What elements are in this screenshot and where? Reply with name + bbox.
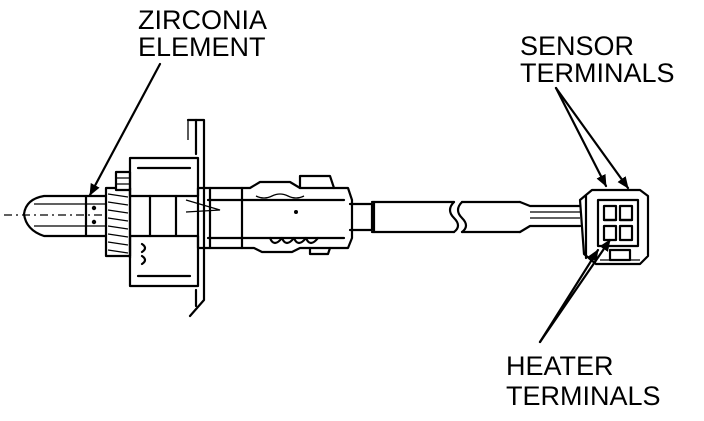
arrow-zirconia bbox=[88, 62, 162, 197]
exhaust-wall bbox=[186, 118, 206, 318]
connector bbox=[578, 188, 650, 266]
leader-arrows bbox=[88, 62, 630, 344]
label-heater-line2: TERMINALS bbox=[506, 381, 661, 411]
label-zirconia-line2: ELEMENT bbox=[138, 32, 266, 62]
threaded-section bbox=[104, 170, 132, 258]
cable bbox=[348, 200, 582, 234]
sensor-tip bbox=[22, 194, 110, 238]
label-zirconia-line1: ZIRCONIA bbox=[138, 5, 268, 35]
arrow-sensor-1 bbox=[554, 86, 608, 188]
sensor-housing bbox=[185, 174, 354, 256]
label-heater-line1: HEATER bbox=[506, 351, 614, 381]
label-sensor-line1: SENSOR bbox=[520, 31, 635, 61]
label-sensor-line2: TERMINALS bbox=[520, 58, 675, 88]
arrow-heater-2 bbox=[538, 248, 600, 344]
hex-body bbox=[128, 156, 200, 288]
arrow-sensor-2 bbox=[554, 86, 630, 190]
